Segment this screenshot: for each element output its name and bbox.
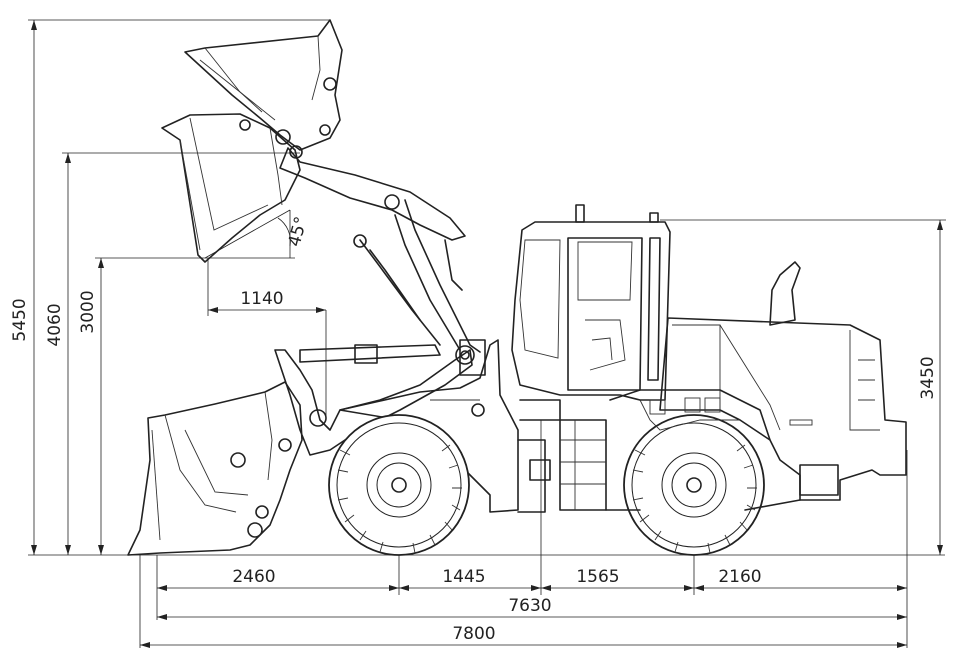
height-dimensions — [28, 19, 330, 555]
center-step — [559, 419, 607, 511]
lowered-bucket — [127, 381, 303, 556]
raised-bucket-top — [184, 19, 343, 151]
engine-hood — [659, 261, 907, 501]
rear-wheel — [623, 414, 765, 556]
front-wheel — [328, 414, 470, 556]
cab-height-dimension — [660, 219, 946, 555]
front-axle-to-pivot-label: 1445 — [442, 567, 485, 587]
reach-dimension — [207, 258, 327, 420]
length-dimensions — [139, 420, 908, 648]
cab-height-label: 3450 — [918, 356, 938, 399]
total-without-bucket-label: 7630 — [508, 596, 551, 616]
dumped-bucket — [161, 113, 303, 263]
dump-clearance-label: 3000 — [78, 290, 98, 333]
pivot-to-rear-axle-label: 1565 — [576, 567, 619, 587]
total-length-label: 7800 — [452, 624, 495, 644]
reach-label: 1140 — [240, 289, 283, 309]
lift-arm-raised — [279, 147, 481, 353]
hinge-height-label: 4060 — [45, 303, 65, 346]
max-height-label: 5450 — [10, 298, 30, 341]
operator-cab — [511, 204, 671, 421]
rear-overhang-label: 2160 — [718, 567, 761, 587]
front-overhang-label: 2460 — [232, 567, 275, 587]
dump-angle-label: 45° — [285, 215, 312, 249]
rear-frame — [605, 389, 801, 511]
